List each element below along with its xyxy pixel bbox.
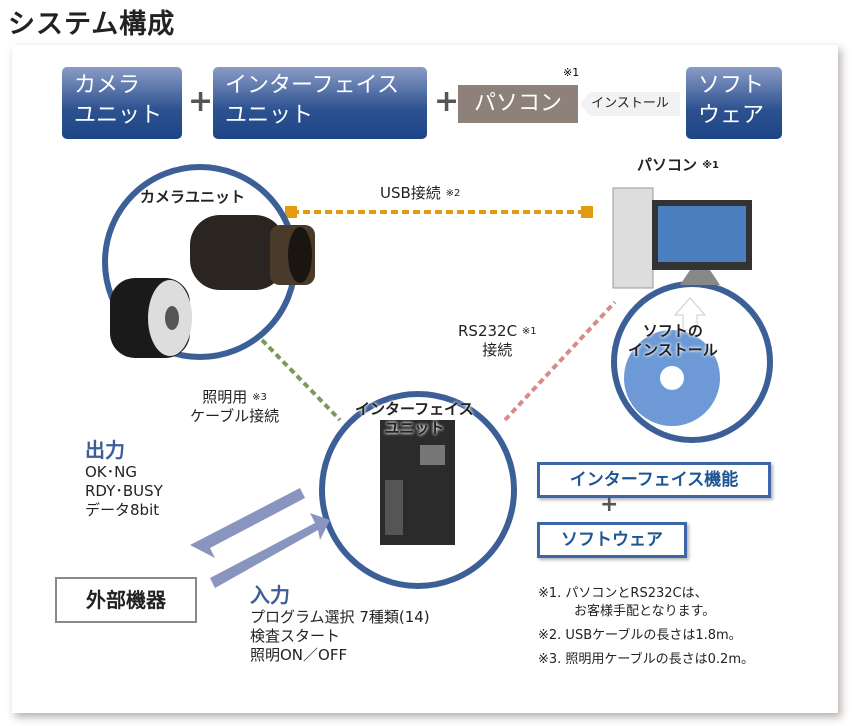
plus-sign: + bbox=[188, 84, 214, 119]
usb-end bbox=[581, 206, 593, 218]
label: ユニット bbox=[225, 103, 314, 128]
interface-unit-image bbox=[380, 420, 455, 545]
up-arrow bbox=[673, 297, 707, 331]
usb-label: USB接続 ※2 bbox=[380, 184, 460, 203]
text: 照明用 bbox=[202, 388, 248, 406]
camera-unit-label: カメラユニット bbox=[140, 188, 246, 206]
plus-sign: + bbox=[434, 84, 460, 119]
notes: ※1. パソコンとRS232Cは、 お客様手配となります。 ※2. USBケーブ… bbox=[538, 585, 754, 669]
text: RS232C bbox=[458, 322, 518, 340]
software-install-label: ソフトのインストール bbox=[628, 322, 718, 360]
output-item: RDY･BUSY bbox=[85, 482, 163, 500]
note: ※1 bbox=[702, 160, 719, 171]
text: インターフェイス bbox=[355, 400, 474, 418]
plus-sign: + bbox=[600, 492, 619, 517]
note-1-cont: お客様手配となります。 bbox=[574, 604, 716, 619]
software-function-box: ソフトウェア bbox=[537, 522, 687, 558]
output-item: OK･NG bbox=[85, 463, 137, 481]
label: インターフェイス bbox=[225, 73, 400, 98]
page-title: システム構成 bbox=[8, 9, 176, 40]
interface-function-box: インターフェイス機能 bbox=[537, 462, 771, 498]
label: ウェア bbox=[698, 103, 765, 128]
note-1: ※1. パソコンとRS232Cは、 bbox=[538, 586, 708, 601]
cd-image bbox=[624, 330, 720, 426]
output-section: 出力 OK･NG RDY･BUSY データ8bit bbox=[85, 434, 163, 520]
note: ※3 bbox=[252, 392, 267, 403]
pc-label: パソコン ※1 bbox=[637, 156, 719, 175]
text: ケーブル接続 bbox=[190, 407, 280, 425]
usb-end bbox=[285, 206, 297, 218]
output-item: データ8bit bbox=[85, 501, 160, 519]
interface-unit-box: インターフェイスユニット bbox=[213, 67, 427, 139]
install-arrow: インストール bbox=[580, 92, 680, 116]
input-section: 入力 プログラム選択 7種類(14) 検査スタート 照明ON／OFF bbox=[250, 579, 430, 665]
pc-box: パソコン bbox=[458, 85, 578, 123]
label: ユニット bbox=[74, 103, 163, 128]
output-arrow bbox=[190, 488, 305, 558]
text: ユニット bbox=[384, 419, 445, 437]
light-cable-label: 照明用 ※3 ケーブル接続 bbox=[190, 388, 279, 426]
camera-image bbox=[190, 215, 315, 290]
note-2: ※2. USBケーブルの長さは1.8m。 bbox=[538, 628, 742, 643]
software-box: ソフトウェア bbox=[686, 67, 782, 139]
text: USB接続 bbox=[380, 184, 441, 202]
note-3: ※3. 照明用ケーブルの長さは0.2m。 bbox=[538, 652, 754, 667]
camera-unit-box: カメラユニット bbox=[62, 67, 182, 139]
light-cable-line bbox=[260, 338, 342, 422]
output-title: 出力 bbox=[85, 438, 125, 462]
label: カメラ bbox=[74, 73, 141, 98]
input-item: プログラム選択 7種類(14) bbox=[250, 608, 430, 626]
interface-unit-label: インターフェイスユニット bbox=[355, 400, 474, 438]
input-item: 検査スタート bbox=[250, 627, 341, 645]
input-title: 入力 bbox=[250, 583, 290, 607]
ring-light-image bbox=[110, 278, 192, 358]
pc-note: ※1 bbox=[563, 66, 580, 79]
rs232c-line bbox=[503, 300, 617, 422]
pc-image bbox=[612, 187, 752, 289]
text: ソフトの bbox=[642, 322, 703, 340]
label: ソフト bbox=[698, 73, 765, 98]
text: 接続 bbox=[482, 341, 513, 359]
note: ※2 bbox=[445, 188, 461, 199]
input-arrow bbox=[210, 513, 330, 588]
text: インストール bbox=[628, 341, 718, 359]
text: パソコン bbox=[637, 156, 698, 174]
external-device-box: 外部機器 bbox=[55, 577, 197, 623]
rs232c-label: RS232C ※1 接続 bbox=[458, 322, 537, 360]
input-item: 照明ON／OFF bbox=[250, 646, 348, 664]
note: ※1 bbox=[521, 326, 537, 337]
